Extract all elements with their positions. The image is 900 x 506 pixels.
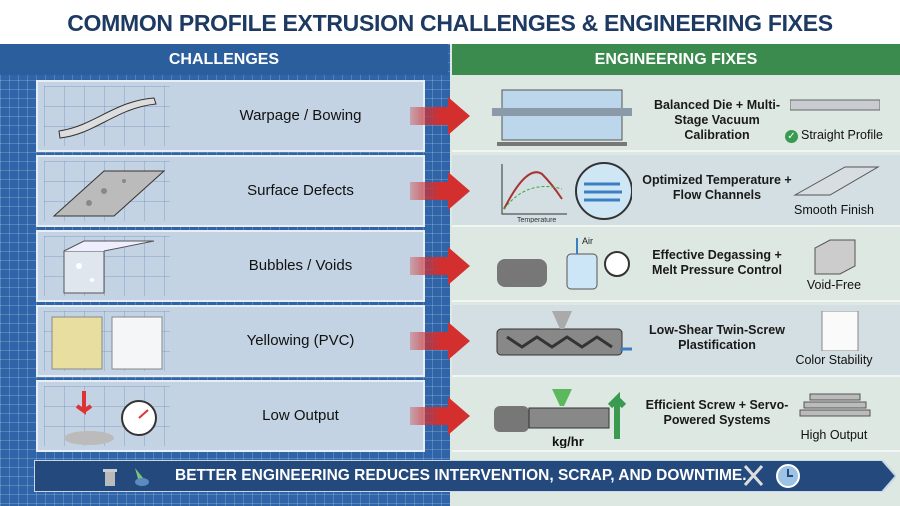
straight-rod-icon	[790, 99, 880, 111]
smooth-plate-icon	[793, 166, 880, 196]
rate-label: kg/hr	[552, 434, 584, 448]
solid-profile-icon	[814, 239, 856, 275]
challenge-row: Low Output	[36, 380, 425, 452]
temperature-chart-flow-icon: Temperature	[501, 162, 632, 223]
check-icon: ✓	[785, 130, 798, 143]
white-swatch-icon	[821, 311, 859, 351]
clock-icon	[776, 464, 800, 488]
air-label: Air	[582, 236, 593, 246]
result-label: Smooth Finish	[794, 203, 874, 217]
warped-strip-icon	[44, 86, 170, 146]
challenge-label: Warpage / Bowing	[239, 107, 362, 124]
hollow-profile-bubbles-icon	[44, 236, 170, 296]
fix-label: Optimized Temperature + Flow Channels	[642, 173, 792, 202]
rough-surface-icon	[44, 161, 170, 221]
challenge-row: Bubbles / Voids	[36, 230, 425, 302]
arrow-right-icon	[410, 322, 470, 360]
result-label: High Output	[800, 428, 868, 442]
arrow-right-icon	[410, 247, 470, 285]
fix-label: Low-Shear Twin-Screw Plastification	[649, 323, 785, 352]
banner-text: BETTER ENGINEERING REDUCES INTERVENTION,…	[175, 467, 747, 484]
challenge-label: Yellowing (PVC)	[246, 332, 355, 349]
banner-arrow	[34, 460, 896, 492]
challenge-label: Low Output	[262, 407, 339, 424]
banner-right-icons	[743, 464, 800, 488]
fix-label: Balanced Die + Multi-Stage Vacuum Calibr…	[653, 98, 781, 142]
fix-row: Low-Shear Twin-Screw Plastification Colo…	[452, 305, 900, 377]
tools-icon	[743, 464, 764, 487]
page-title: COMMON PROFILE EXTRUSION CHALLENGES & EN…	[67, 10, 833, 36]
banner-left-icons	[103, 468, 149, 486]
arrow-right-icon	[410, 397, 470, 435]
challenge-label: Surface Defects	[247, 182, 354, 199]
yellow-white-swatch-icon	[44, 311, 170, 371]
fix-label: Efficient Screw + Servo-Powered Systems	[645, 398, 789, 427]
stopwatch-pile-icon	[44, 386, 170, 446]
fix-row: Balanced Die + Multi-Stage Vacuum Calibr…	[452, 80, 900, 152]
challenge-label: Bubbles / Voids	[248, 257, 353, 274]
twin-screw-icon	[496, 311, 632, 356]
result-label: Color Stability	[795, 353, 873, 367]
challenges-header: CHALLENGES	[0, 44, 448, 75]
arrow-right-icon	[410, 172, 470, 210]
fix-row: Air Effective Degassing + Melt Pressure …	[452, 230, 900, 302]
chart-axis-label: Temperature	[517, 217, 556, 223]
recycle-hand-icon	[135, 468, 149, 486]
servo-screw-icon: kg/hr	[494, 389, 627, 448]
trash-icon	[103, 469, 117, 486]
vacuum-calibration-tank-icon	[492, 89, 632, 146]
fix-row: kg/hr Efficient Screw + Servo-Powered Sy…	[452, 380, 900, 452]
result-label: ✓Straight Profile	[774, 128, 894, 143]
challenge-row: Yellowing (PVC)	[36, 305, 425, 377]
arrow-right-icon	[410, 97, 470, 135]
challenge-row: Warpage / Bowing	[36, 80, 425, 152]
fix-label: Effective Degassing + Melt Pressure Cont…	[652, 248, 782, 277]
result-label: Void-Free	[806, 278, 862, 292]
fixes-header: ENGINEERING FIXES	[452, 44, 900, 75]
fix-row: Temperature Optimized Temperature + Flow…	[452, 155, 900, 227]
vacuum-pump-gauge-icon: Air	[497, 236, 630, 290]
stacked-profiles-icon	[799, 393, 871, 417]
challenge-row: Surface Defects	[36, 155, 425, 227]
